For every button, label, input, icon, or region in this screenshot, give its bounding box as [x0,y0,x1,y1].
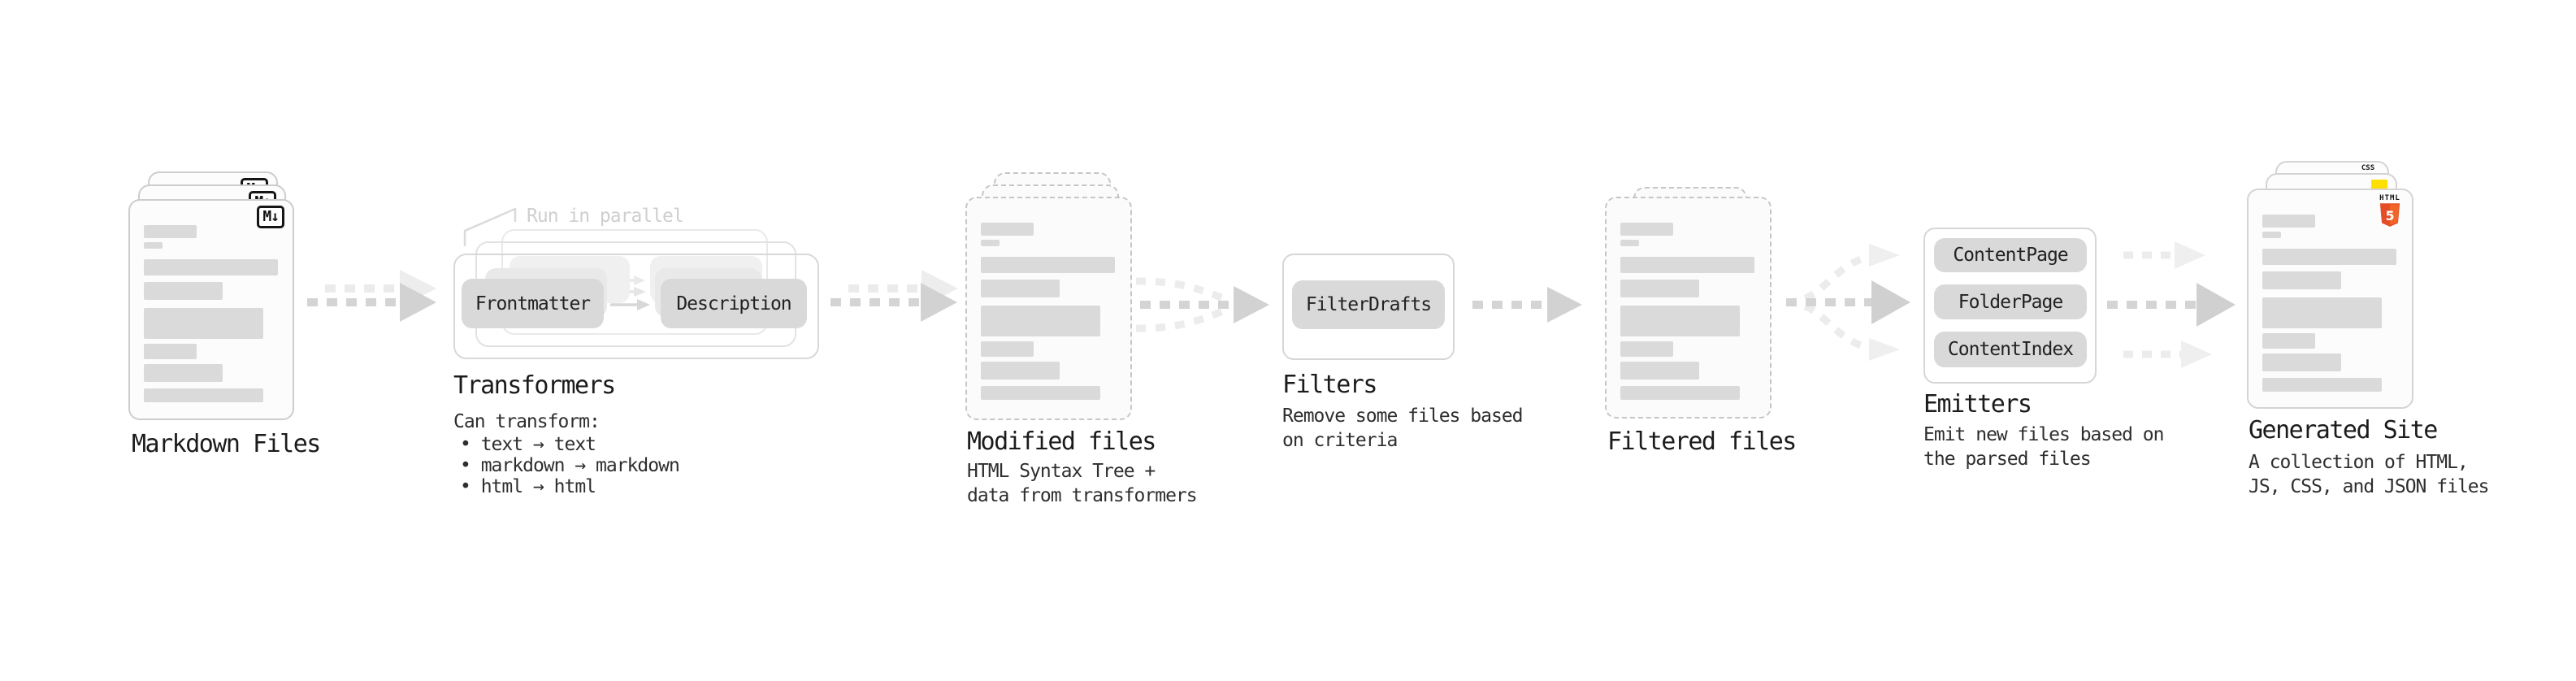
arrow-transformers-to-modified [830,283,957,322]
capability-item: markdown → markdown [460,455,680,476]
document-placeholder-lines [130,201,293,402]
transformers-capability-list: text → text markdown → markdown html → h… [460,434,680,497]
generated-site-label: Generated Site [2249,416,2438,445]
run-in-parallel-leader [463,207,517,246]
transformers-label: Transformers [453,371,616,400]
filtered-files-label: Filtered files [1607,427,1797,456]
transformers-frame-front [453,254,819,359]
document-placeholder-lines [2249,190,2412,392]
markdown-icon: M↓ [257,206,284,228]
js-icon [2371,180,2387,189]
filters-label: Filters [1282,371,1377,399]
document-placeholder-lines [967,198,1130,400]
generated-page-front: HTML 5 [2247,189,2413,409]
filtered-page-front [1605,197,1772,419]
modified-page-front [965,197,1132,420]
arrow-emitters-to-generated [2107,241,2236,368]
filter-node-filterdrafts: FilterDrafts [1292,280,1445,329]
emitter-node-contentpage: ContentPage [1934,238,2087,272]
generated-site-caption: A collection of HTML, JS, CSS, and JSON … [2249,452,2489,497]
svg-text:5: 5 [2386,209,2395,223]
capability-item: text → text [460,434,679,455]
arrow-modified-to-filters [1135,277,1269,332]
emitters-label: Emitters [1923,390,2032,419]
emitters-node-list: ContentPage FolderPage ContentIndex [1934,238,2087,367]
run-in-parallel-annotation: Run in parallel [527,206,684,227]
arrow-markdown-to-transformers [307,283,436,322]
html5-icon: HTML 5 [2378,194,2402,228]
transformer-node-frontmatter: Frontmatter [462,279,604,328]
modified-files-label: Modified files [967,427,1156,456]
modified-files-caption: HTML Syntax Tree + data from transformer… [967,461,1198,506]
arrow-filtered-to-emitters [1785,244,1910,361]
document-placeholder-lines [1607,198,1770,400]
transformers-caption-title: Can transform: [453,411,601,432]
emitters-caption: Emit new files based on the parsed files [1923,424,2164,470]
filters-caption: Remove some files based on criteria [1282,406,1523,451]
emitter-node-contentindex: ContentIndex [1934,332,2087,367]
markdown-files-label: Markdown Files [132,430,321,458]
transformer-node-description: Description [661,279,807,328]
markdown-page-front: M↓ [128,199,294,420]
arrow-filters-to-filtered [1472,287,1582,323]
capability-item: html → html [460,476,679,497]
emitter-node-folderpage: FolderPage [1934,284,2087,319]
